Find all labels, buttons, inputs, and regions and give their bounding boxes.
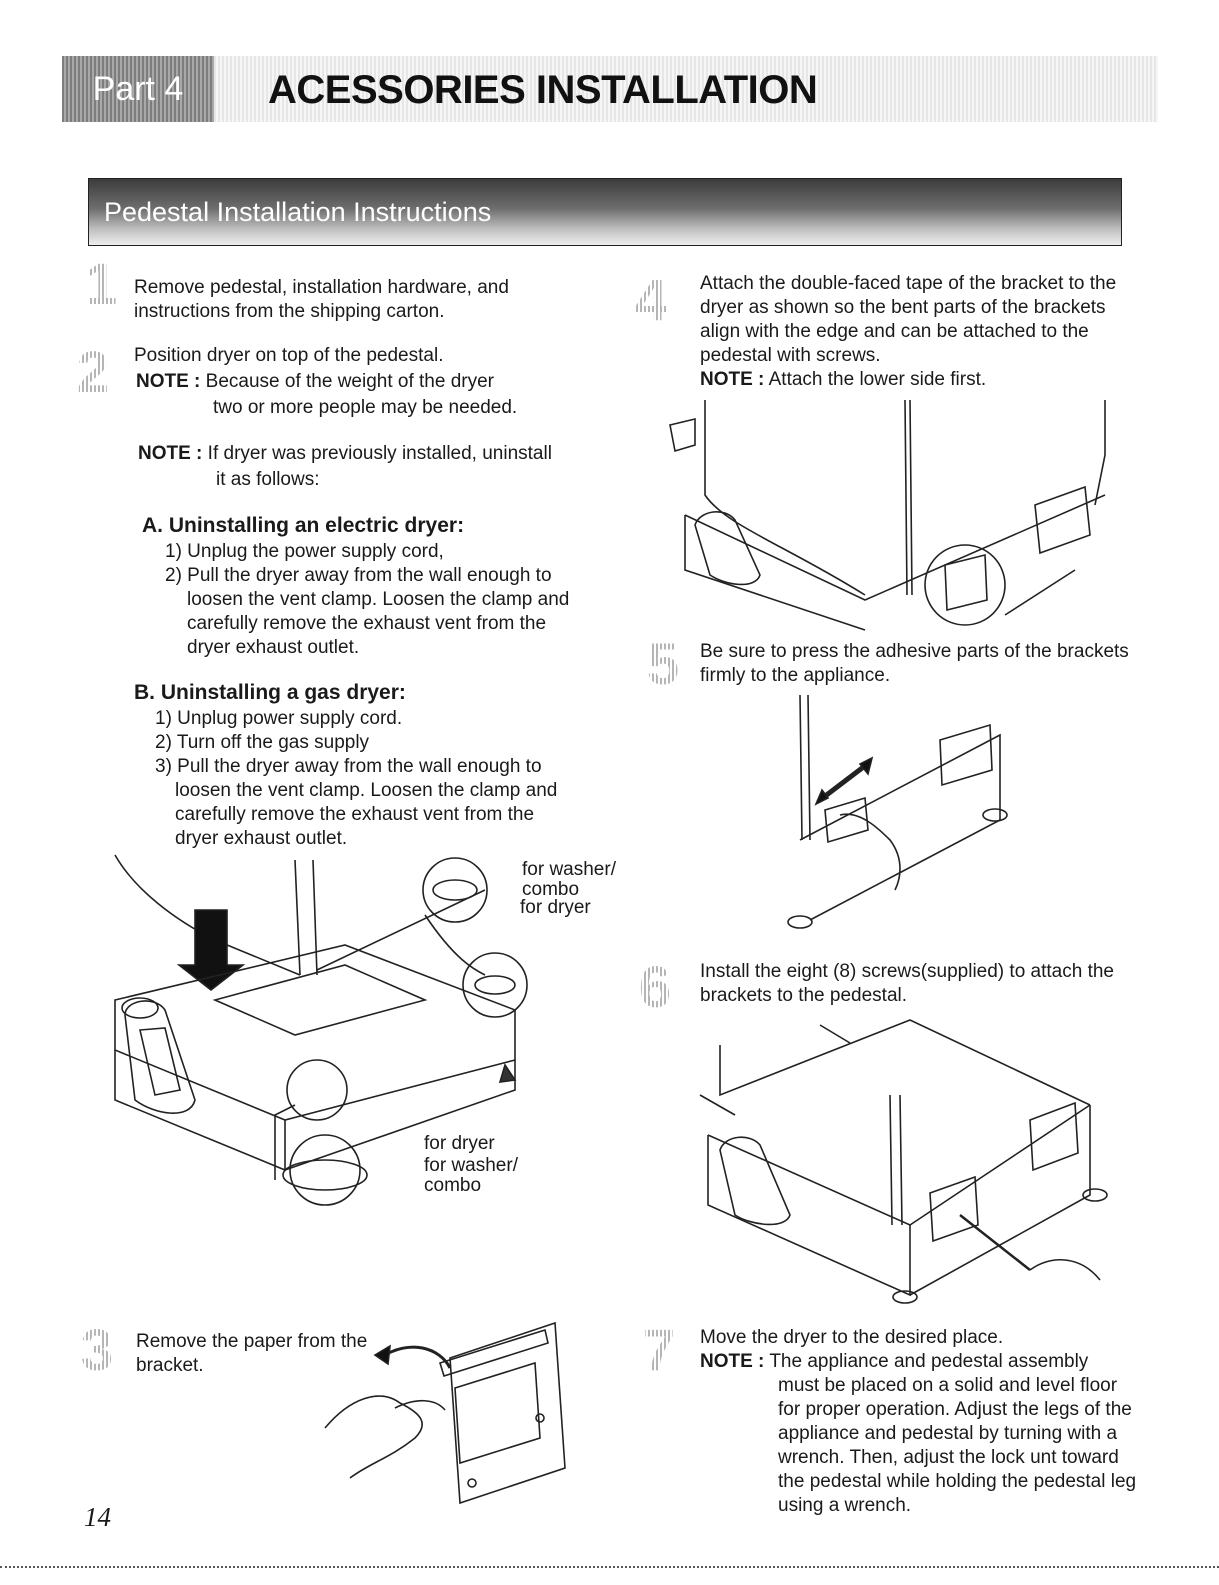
step-7-note-line5: wrench. Then, adjust the lock unt toward — [778, 1447, 1119, 1468]
step-number-5: 5 — [640, 632, 686, 698]
note-text: Because of the weight of the dryer — [205, 371, 495, 392]
note-label: NOTE : — [136, 371, 201, 392]
step-4-text: Attach the double-faced tape of the brac… — [700, 273, 1117, 294]
gas-step-3: 3) Pull the dryer away from the wall eno… — [155, 756, 542, 777]
step-4-note: NOTE : Attach the lower side first. — [700, 368, 986, 392]
section-title: Pedestal Installation Instructions — [104, 197, 492, 227]
step-number-7: 7 — [636, 1318, 682, 1384]
note-text: The appliance and pedestal assembly — [769, 1351, 1089, 1372]
electric-step-2-line2: loosen the vent clamp. Loosen the clamp … — [187, 589, 570, 610]
callout-line: for washer/ — [522, 859, 616, 880]
step-6-text-line2: brackets to the pedestal. — [700, 985, 908, 1006]
note-label: NOTE : — [138, 443, 203, 464]
step-3-text-line2: bracket. — [136, 1355, 204, 1376]
gas-step-3-line2: loosen the vent clamp. Loosen the clamp … — [175, 780, 558, 801]
gas-step-3-line3: carefully remove the exhaust vent from t… — [175, 804, 535, 825]
note-text: Attach the lower side first. — [768, 369, 987, 390]
bracket-attach-illustration — [665, 395, 1125, 635]
screw-install-illustration — [690, 1015, 1130, 1310]
step-7-note-line6: the pedestal while holding the pedestal … — [778, 1471, 1137, 1492]
callout-line: combo — [424, 1175, 482, 1196]
step-2-text: Position dryer on top of the pedestal. — [134, 345, 444, 366]
step-7-note-line3: for proper operation. Adjust the legs of… — [778, 1399, 1132, 1420]
gas-step-3-line4: dryer exhaust outlet. — [175, 828, 348, 849]
note-label: NOTE : — [700, 369, 765, 390]
gas-step-1: 1) Unplug power supply cord. — [155, 708, 403, 729]
page-bottom-rule — [0, 1566, 1219, 1568]
electric-step-2-line3: carefully remove the exhaust vent from t… — [187, 613, 547, 634]
uninstall-note: NOTE : If dryer was previously installed… — [138, 442, 552, 466]
uninstall-electric-heading: A. Uninstalling an electric dryer: — [142, 514, 465, 537]
page-number: 14 — [84, 1502, 111, 1532]
callout-top-washer: for washer/ combo — [522, 860, 616, 900]
note-label: NOTE : — [700, 1351, 765, 1372]
section-header-band — [88, 178, 1122, 246]
callout-bottom-washer: for washer/ combo — [424, 1156, 518, 1196]
step-number-4: 4 — [628, 268, 674, 334]
step-7-note-line2: must be placed on a solid and level floo… — [778, 1375, 1118, 1396]
uninstall-gas-heading: B. Uninstalling a gas dryer: — [134, 681, 406, 704]
step-4-text-line4: pedestal with screws. — [700, 345, 881, 366]
step-2-note: NOTE : Because of the weight of the drye… — [136, 370, 494, 394]
callout-line: for washer/ — [424, 1155, 518, 1176]
step-number-2: 2 — [70, 340, 116, 406]
step-number-3: 3 — [74, 1318, 120, 1384]
step-5-text-line2: firmly to the appliance. — [700, 665, 891, 686]
electric-step-2-line4: dryer exhaust outlet. — [187, 637, 360, 658]
uninstall-note-line2: it as follows: — [216, 469, 320, 490]
part-label: Part 4 — [62, 56, 214, 122]
step-1-text: Remove pedestal, installation hardware, … — [134, 277, 509, 322]
step-4-text-line2: dryer as shown so the bent parts of the … — [700, 297, 1106, 318]
step-number-1: 1 — [78, 252, 124, 318]
step-4-text-line3: align with the edge and can be attached … — [700, 321, 1089, 342]
step-7-note-line7: using a wrench. — [778, 1495, 912, 1516]
part-header-band — [62, 56, 1158, 122]
step-5-text: Be sure to press the adhesive parts of t… — [700, 641, 1129, 662]
electric-step-2: 2) Pull the dryer away from the wall eno… — [165, 565, 552, 586]
part-title: ACESSORIES INSTALLATION — [268, 68, 818, 112]
step-6-text: Install the eight (8) screws(supplied) t… — [700, 961, 1114, 982]
note-text: If dryer was previously installed, unins… — [207, 443, 552, 464]
step-number-6: 6 — [632, 955, 678, 1021]
pedestal-dryer-illustration — [95, 850, 535, 1220]
bracket-paper-illustration — [320, 1318, 570, 1508]
press-bracket-illustration — [780, 690, 1020, 940]
step-7-note: NOTE : The appliance and pedestal assemb… — [700, 1350, 1088, 1374]
gas-step-2: 2) Turn off the gas supply — [155, 732, 370, 753]
callout-top-dryer: for dryer — [520, 897, 591, 918]
electric-step-1: 1) Unplug the power supply cord, — [165, 541, 444, 562]
callout-line: combo — [522, 879, 580, 900]
step-3-text: Remove the paper from the — [136, 1331, 368, 1352]
step-2-note-line2: two or more people may be needed. — [213, 397, 518, 418]
step-7-text: Move the dryer to the desired place. — [700, 1327, 1004, 1348]
callout-bottom-dryer: for dryer — [424, 1133, 495, 1154]
step-7-note-line4: appliance and pedestal by turning with a — [778, 1423, 1118, 1444]
